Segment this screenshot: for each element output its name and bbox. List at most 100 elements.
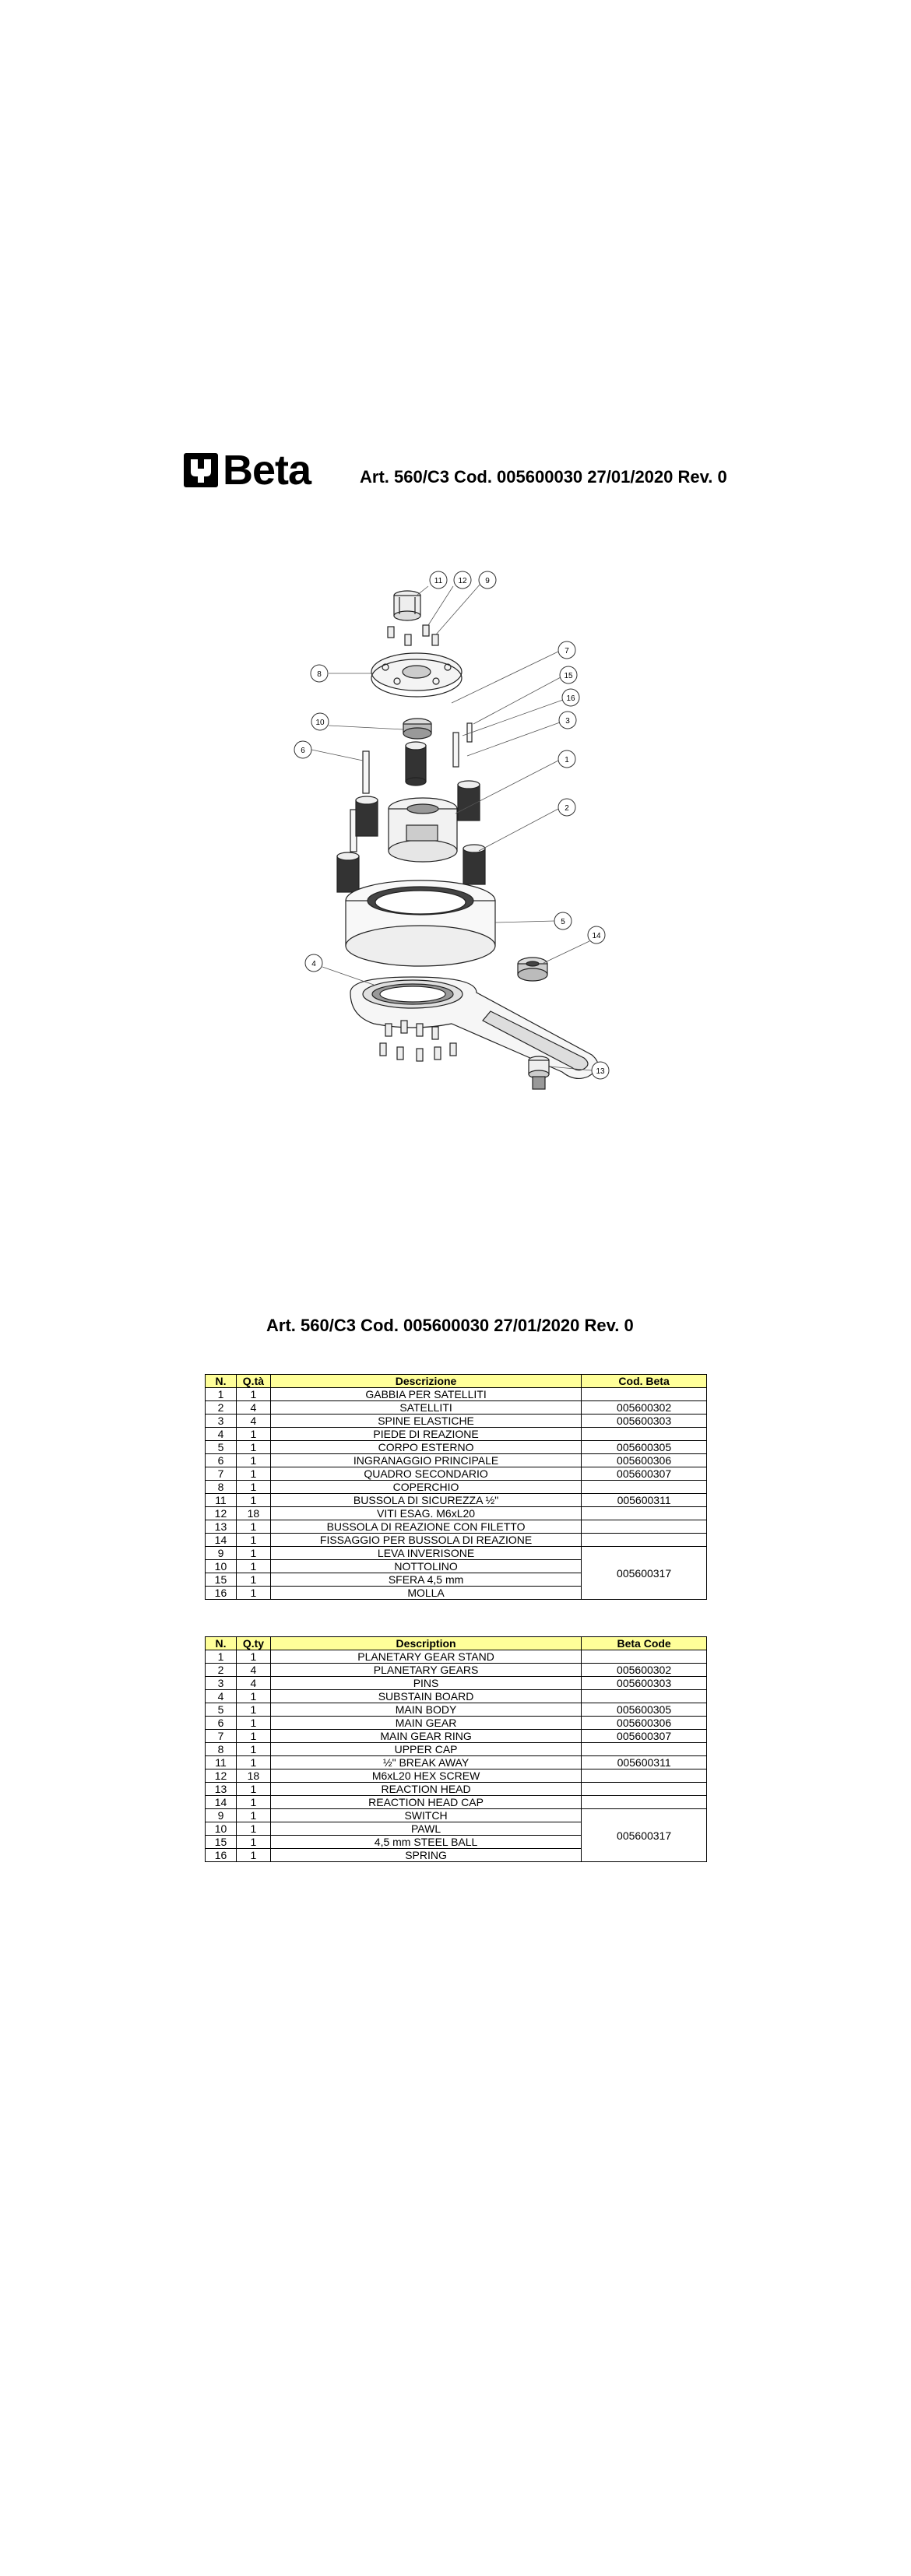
- cell-quantity: 1: [235, 1742, 271, 1756]
- cell-quantity: 1: [235, 1480, 271, 1494]
- cell-code: [581, 1769, 707, 1783]
- svg-text:15: 15: [564, 672, 573, 680]
- cell-code: [581, 1427, 707, 1441]
- cell-description: BUSSOLA DI REAZIONE CON FILETTO: [269, 1520, 582, 1534]
- cell-number: 16: [205, 1848, 237, 1862]
- cell-quantity: 1: [235, 1533, 271, 1547]
- column-header-number: N.: [205, 1636, 237, 1650]
- cell-description: MOLLA: [269, 1586, 582, 1600]
- cell-number: 15: [205, 1835, 237, 1849]
- cell-quantity: 4: [235, 1676, 271, 1690]
- callout-1: 1: [558, 750, 576, 768]
- column-header-description: Descrizione: [269, 1374, 582, 1388]
- cell-description: CORPO ESTERNO: [269, 1440, 582, 1454]
- cell-description: SWITCH: [269, 1808, 582, 1822]
- cell-description: UPPER CAP: [269, 1742, 582, 1756]
- cell-code: [581, 1506, 707, 1520]
- document-header: Beta Art. 560/C3 Cod. 005600030 27/01/20…: [184, 447, 744, 495]
- cell-code: [581, 1782, 707, 1796]
- cell-quantity: 1: [235, 1559, 271, 1573]
- callout-4: 4: [304, 954, 323, 972]
- column-header-quantity: Q.tà: [235, 1374, 271, 1388]
- svg-text:10: 10: [315, 719, 325, 727]
- top-screws-drawing: [387, 624, 439, 646]
- svg-text:16: 16: [566, 694, 575, 703]
- cell-description: SPINE ELASTICHE: [269, 1414, 582, 1428]
- cell-code: 005600302: [581, 1400, 707, 1415]
- pins-drawing: [350, 722, 473, 852]
- cell-description: BUSSOLA DI SICUREZZA ½": [269, 1493, 582, 1507]
- callout-8: 8: [310, 664, 329, 683]
- cell-description: QUADRO SECONDARIO: [269, 1467, 582, 1481]
- svg-text:13: 13: [596, 1067, 605, 1076]
- bottom-screws-drawing: [379, 1020, 457, 1062]
- column-header-description: Description: [269, 1636, 582, 1650]
- cell-description: GABBIA PER SATELLITI: [269, 1387, 582, 1401]
- callout-11: 11: [429, 571, 448, 589]
- cell-number: 7: [205, 1729, 237, 1743]
- part-4-drawing: [350, 976, 599, 1080]
- cell-quantity: 4: [235, 1663, 271, 1677]
- cell-quantity: 4: [235, 1414, 271, 1428]
- cell-code: [581, 1742, 707, 1756]
- cell-description: PINS: [269, 1676, 582, 1690]
- cell-quantity: 1: [235, 1703, 271, 1717]
- cell-code: [581, 1480, 707, 1494]
- cell-number: 5: [205, 1440, 237, 1454]
- part-6-drawing: [405, 741, 427, 786]
- cell-description: MAIN GEAR RING: [269, 1729, 582, 1743]
- callout-2: 2: [558, 798, 576, 817]
- cell-quantity: 1: [235, 1782, 271, 1796]
- cell-quantity: 1: [235, 1848, 271, 1862]
- document-title: Art. 560/C3 Cod. 005600030 27/01/2020 Re…: [360, 467, 727, 487]
- cell-number: 10: [205, 1559, 237, 1573]
- svg-text:3: 3: [565, 717, 570, 726]
- callout-13: 13: [591, 1061, 610, 1080]
- cell-quantity: 1: [235, 1729, 271, 1743]
- cell-number: 11: [205, 1755, 237, 1769]
- cell-number: 6: [205, 1453, 237, 1467]
- part-1-drawing: [388, 797, 458, 863]
- cell-code: [581, 1533, 707, 1547]
- cell-number: 12: [205, 1769, 237, 1783]
- cell-quantity: 1: [235, 1755, 271, 1769]
- cell-code: 005600306: [581, 1716, 707, 1730]
- cell-number: 9: [205, 1546, 237, 1560]
- cell-quantity: 1: [235, 1808, 271, 1822]
- cell-description: PAWL: [269, 1822, 582, 1836]
- svg-text:1: 1: [565, 756, 569, 764]
- cell-quantity: 1: [235, 1520, 271, 1534]
- part-5-drawing: [345, 880, 496, 967]
- callout-9: 9: [478, 571, 497, 589]
- cell-code: 005600307: [581, 1467, 707, 1481]
- svg-text:8: 8: [317, 670, 322, 679]
- cell-quantity: 1: [235, 1822, 271, 1836]
- svg-text:14: 14: [592, 932, 601, 940]
- cell-code: 005600317: [581, 1546, 707, 1600]
- cell-description: REACTION HEAD CAP: [269, 1795, 582, 1809]
- callout-12: 12: [453, 571, 472, 589]
- cell-number: 14: [205, 1533, 237, 1547]
- column-header-number: N.: [205, 1374, 237, 1388]
- cell-number: 9: [205, 1808, 237, 1822]
- cell-number: 10: [205, 1822, 237, 1836]
- callout-10: 10: [311, 712, 329, 731]
